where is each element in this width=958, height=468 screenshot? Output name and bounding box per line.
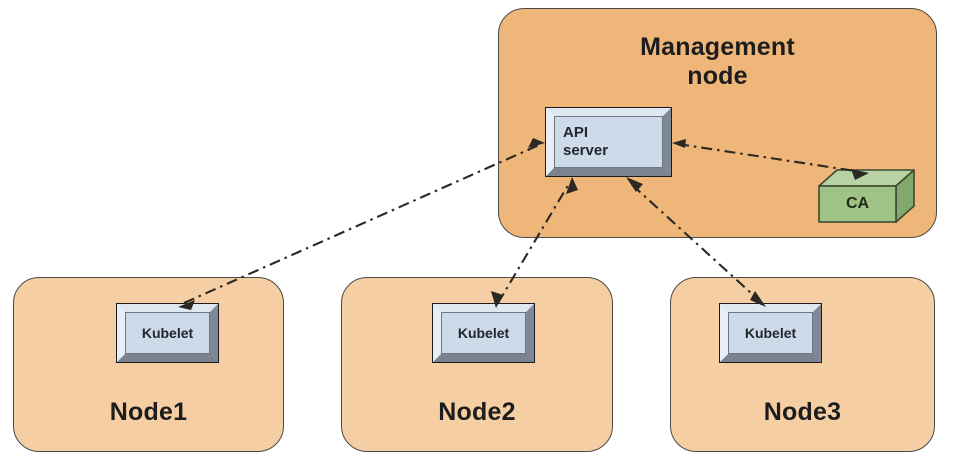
kubelet-box-node3-face bbox=[720, 304, 821, 362]
ca-cuboid-shape bbox=[818, 169, 915, 223]
kubelet-label-node2: Kubelet bbox=[457, 324, 510, 341]
ca-front-face bbox=[818, 185, 897, 223]
kubelet-box-node1[interactable]: Kubelet bbox=[116, 303, 219, 363]
kubelet-box-node1-face bbox=[117, 304, 218, 362]
ca-cuboid[interactable]: CA bbox=[817, 168, 917, 224]
node1-title: Node1 bbox=[109, 398, 188, 426]
node2-title: Node2 bbox=[438, 398, 516, 426]
kubelet-box-node2-face bbox=[433, 304, 534, 362]
api-server-label-line2: server bbox=[563, 142, 609, 159]
management-node-title-line1: Management bbox=[640, 33, 795, 61]
management-node-title: Management node bbox=[499, 33, 936, 91]
api-server-box[interactable]: API server bbox=[545, 107, 672, 177]
kubelet-label-node3: Kubelet bbox=[744, 324, 797, 341]
kubelet-box-node3[interactable]: Kubelet bbox=[719, 303, 822, 363]
kubelet-label-node1: Kubelet bbox=[141, 324, 194, 341]
api-server-label: API server bbox=[546, 108, 671, 176]
api-server-label-line1: API bbox=[563, 124, 589, 142]
kubelet-box-node2[interactable]: Kubelet bbox=[432, 303, 535, 363]
management-node-title-line2: node bbox=[687, 62, 748, 90]
api-server-box-face bbox=[546, 108, 671, 176]
node3-title: Node3 bbox=[763, 398, 842, 426]
ca-label: CA bbox=[845, 195, 870, 212]
